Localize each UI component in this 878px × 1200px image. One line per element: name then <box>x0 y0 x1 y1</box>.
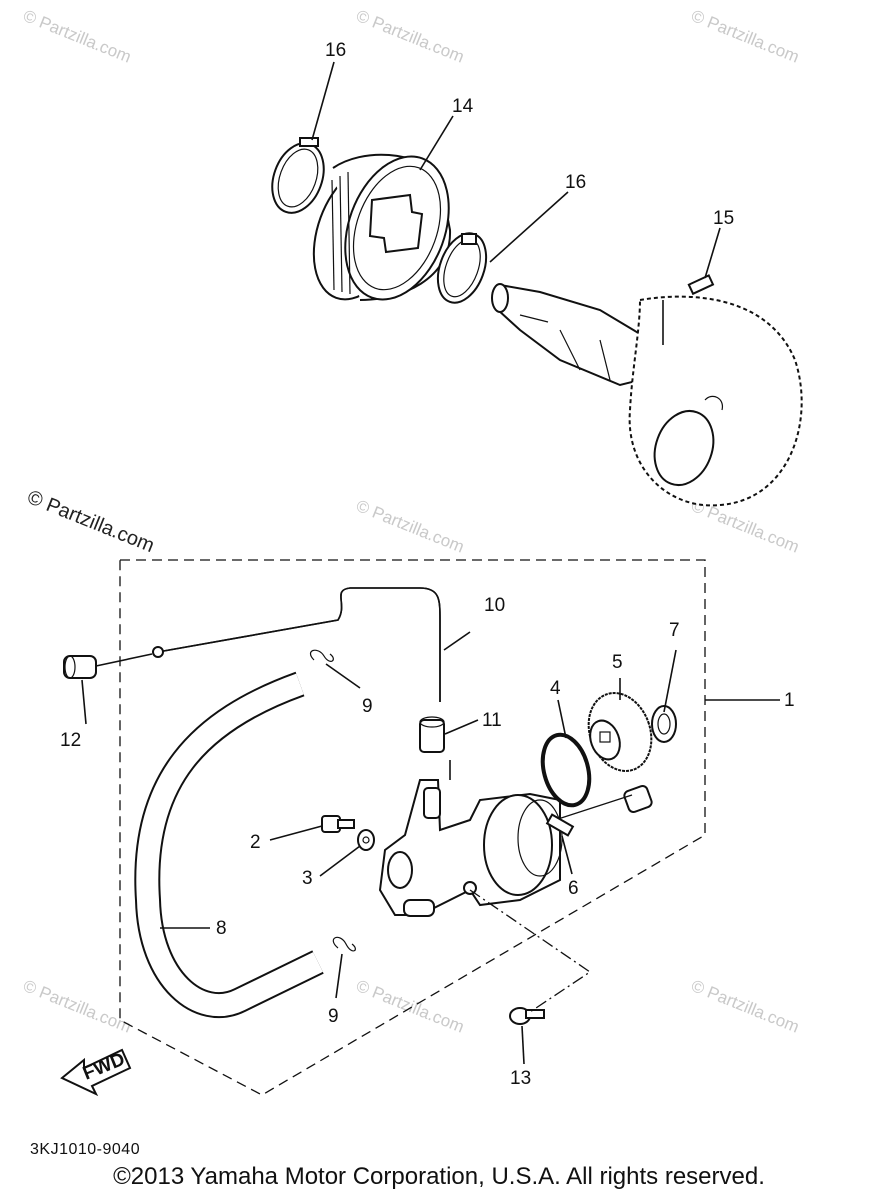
callout-14: 14 <box>452 96 474 117</box>
watermark: © Partzilla.com <box>354 496 467 557</box>
crankshaft <box>491 283 803 507</box>
gear-part-5 <box>587 692 653 772</box>
pulley-part-14 <box>312 153 452 301</box>
callout-12: 12 <box>60 730 81 751</box>
callout-4: 4 <box>550 678 561 699</box>
callout-16b: 16 <box>565 172 586 193</box>
watermark-featured: © Partzilla.com <box>24 486 157 557</box>
circlip-part-16 <box>271 137 325 214</box>
callout-10: 10 <box>484 595 505 616</box>
clip-part-9 <box>309 649 334 662</box>
watermark: © Partzilla.com <box>689 6 802 67</box>
joint-part-11 <box>419 716 445 753</box>
callout-16: 16 <box>325 40 346 61</box>
callout-7: 7 <box>669 620 680 641</box>
watermark: © Partzilla.com <box>689 976 802 1037</box>
hose-part-10 <box>152 587 441 702</box>
oil-pump <box>378 760 653 917</box>
diagram-code: 3KJ1010-9040 <box>30 1141 141 1158</box>
clip-part-9b <box>332 936 356 952</box>
watermark: © Partzilla.com <box>21 976 134 1037</box>
callout-1: 1 <box>784 690 795 711</box>
fwd-arrow: FWD <box>60 1048 132 1097</box>
callout-6: 6 <box>568 878 579 899</box>
callout-9: 9 <box>362 696 373 717</box>
callout-3: 3 <box>302 868 313 889</box>
circlip-part-7 <box>651 705 677 743</box>
circlip-part-16b <box>436 232 488 304</box>
collar-part-12 <box>63 655 97 679</box>
washer-part-3 <box>357 829 375 851</box>
screw-part-13 <box>509 1007 545 1025</box>
callout-13: 13 <box>510 1068 531 1089</box>
callouts: 16 14 16 15 10 7 5 4 1 9 11 12 2 3 6 8 9… <box>60 40 795 1089</box>
callout-8: 8 <box>216 918 227 939</box>
callout-2: 2 <box>250 832 261 853</box>
o-ring-part-4 <box>540 732 592 808</box>
callout-15: 15 <box>713 208 734 229</box>
bolt-part-2 <box>321 815 355 833</box>
watermark: © Partzilla.com <box>21 6 134 67</box>
callout-11: 11 <box>482 710 502 731</box>
pin-part-15 <box>687 274 715 296</box>
copyright-notice: ©2013 Yamaha Motor Corporation, U.S.A. A… <box>113 1163 765 1190</box>
callout-9b: 9 <box>328 1006 339 1027</box>
pin-part-6 <box>545 813 575 837</box>
callout-5: 5 <box>612 652 623 673</box>
watermark: © Partzilla.com <box>354 6 467 67</box>
hose-part-8 <box>134 671 324 1018</box>
